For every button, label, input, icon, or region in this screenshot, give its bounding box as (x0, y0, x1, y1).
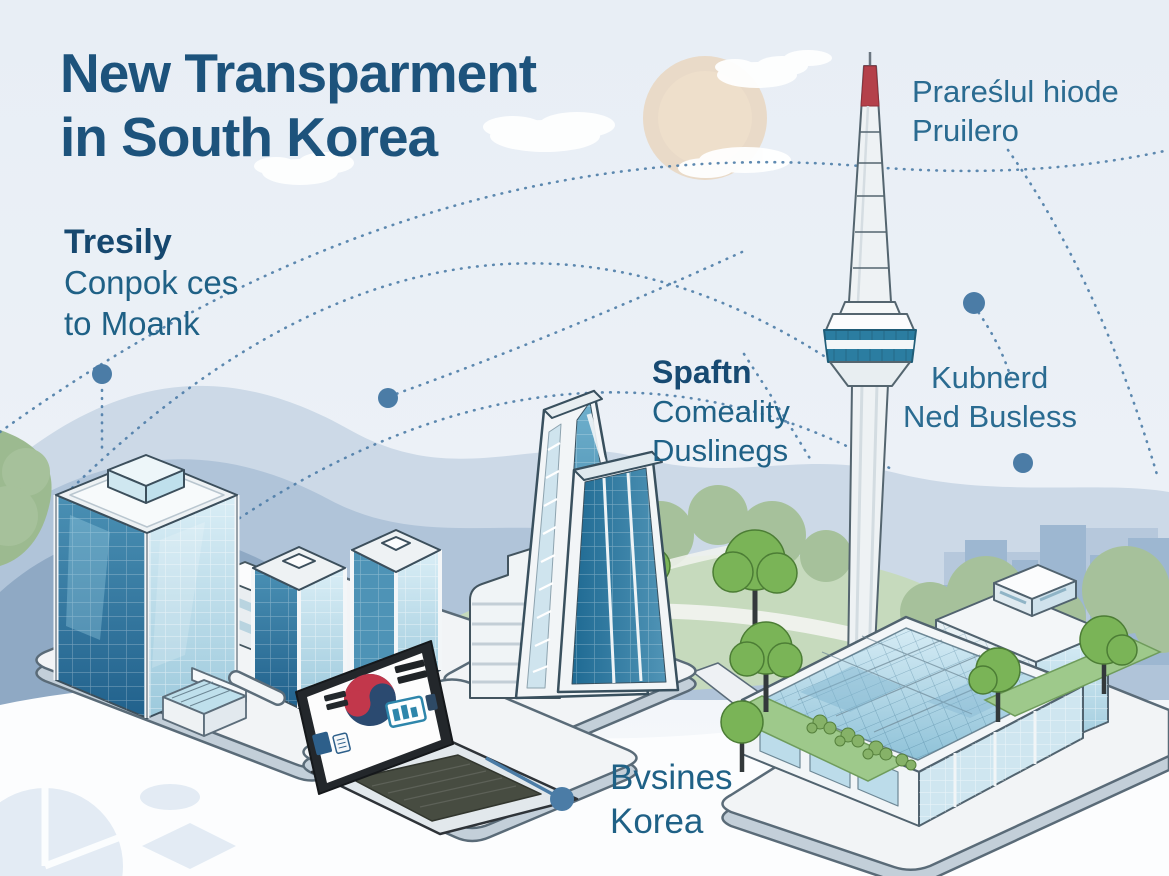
label-left-heading: Tresily (64, 223, 172, 261)
plaza-shrubs (806, 714, 917, 771)
clouds (254, 50, 832, 185)
dotted-connection-arcs (0, 148, 1169, 587)
flag-trigram-bars (323, 690, 349, 711)
angular-towers-center (469, 389, 680, 700)
plaza-tree (1079, 615, 1138, 694)
plaza-tree (720, 700, 764, 772)
korean-flag-icon (344, 674, 396, 726)
label-right-line2: Ned Busless (903, 399, 1078, 435)
label-bottom-line2: Korea (610, 802, 704, 842)
ghost-pie-shapes (0, 784, 236, 876)
label-left-line2: Conpok ces (64, 264, 239, 302)
bench (228, 670, 286, 706)
label-center-line3: Duslinegs (652, 433, 789, 469)
office-towers-left (53, 454, 442, 737)
plaza-tree (729, 621, 803, 712)
park-tree (712, 529, 798, 642)
label-center-line2: Comeality (652, 394, 790, 430)
connector-dots (92, 292, 1033, 811)
plaza-greenery (720, 615, 1162, 782)
label-right-line1: Kubnerd (931, 360, 1049, 395)
label-center: Spaftn Comeality Duslinegs (652, 352, 790, 470)
office-tower-large (53, 454, 240, 719)
office-tower-mid (251, 546, 347, 709)
dashboard-chart-card (385, 693, 438, 728)
label-top-right-line1: Prareślul hiode (912, 74, 1119, 109)
plaza-tree (968, 647, 1021, 722)
label-left-line3: to Moank (64, 304, 200, 342)
label-right: Kubnerd Ned Busless (903, 358, 1077, 436)
angular-tower-front (556, 450, 680, 694)
label-top-right-line2: Pruilero (912, 113, 1019, 149)
laptop-with-korea-dashboard (295, 640, 579, 836)
flag-trigram-bars (394, 659, 428, 684)
dashboard-small-cards (312, 731, 351, 756)
title-line-1: New Transparment (60, 42, 537, 104)
connector-line (485, 756, 557, 798)
label-bottom-line1: Bvsines (610, 758, 733, 797)
left-hillside (0, 430, 52, 566)
label-top-right: Prareślul hiode Pruilero (912, 72, 1119, 151)
page-title: New Transparment in South Korea (60, 42, 537, 170)
label-center-heading: Spaftn (652, 354, 752, 390)
glass-kiosk (162, 667, 247, 737)
title-line-2: in South Korea (60, 105, 438, 168)
label-left: Tresily Conpok ces to Moank (64, 222, 238, 344)
label-bottom: Bvsines Korea (610, 756, 733, 844)
